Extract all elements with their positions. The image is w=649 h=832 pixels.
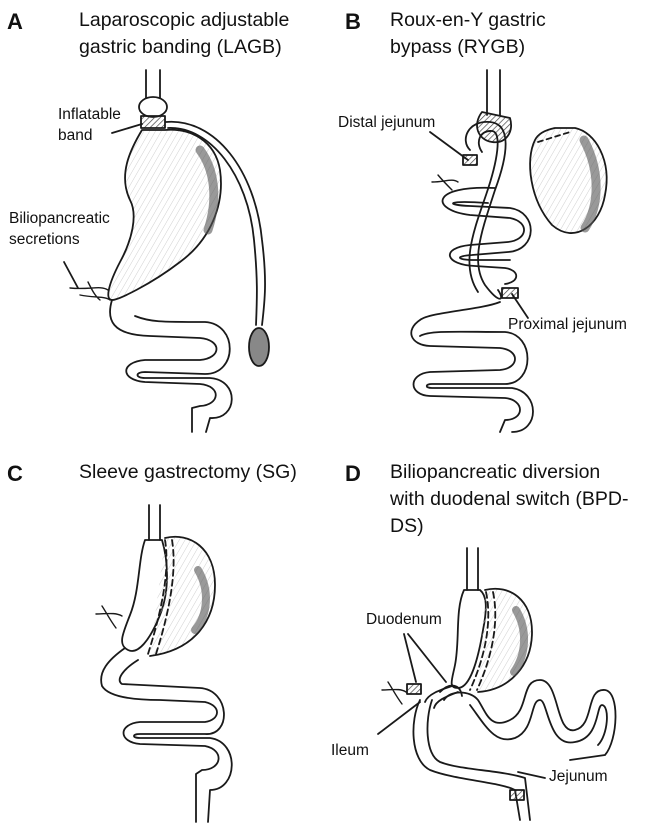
panel-c-drawing [96,505,232,822]
panel-d-esophagus [467,548,478,590]
panel-a-band-pointer [112,124,142,133]
panel-d-title-line2: with duodenal switch (BPD- [390,487,628,512]
panel-a-reservoir [249,328,269,366]
panel-a-band-label-line2: band [58,126,92,146]
panel-a-esophagus [146,70,160,100]
panel-d-secretions-duct [382,682,406,704]
panel-a-secretions-pointer [64,262,78,288]
panel-c-intestine [101,648,232,822]
panel-b-proximal-label: Proximal jejunum [508,315,627,335]
panel-d-ileum-label: Ileum [331,741,369,761]
panel-d-title-line3: DS) [390,514,424,539]
panel-c-title-line1: Sleeve gastrectomy (SG) [79,460,297,485]
panel-b-secretions-duct [432,175,458,190]
panel-b-title-line1: Roux-en-Y gastric [390,8,546,33]
panel-a-band-label-line1: Inflatable [58,105,121,125]
panel-b-esophagus [487,70,500,115]
panel-a-band-knob [139,97,167,117]
panel-c-secretions-duct [96,606,122,628]
panel-a-intestine [110,300,232,432]
panel-b-distal-label: Distal jejunum [338,113,435,133]
panel-a-title-line1: Laparoscopic adjustable [79,8,289,33]
panel-a-secretions-label-line1: Biliopancreatic [9,209,110,229]
panel-d-title-line1: Biliopancreatic diversion [390,460,600,485]
panel-c-esophagus [149,505,160,540]
panel-d-duodenum-label: Duodenum [366,610,442,630]
panel-b-letter: B [345,11,361,33]
panel-d-coils [444,680,616,760]
panel-c-letter: C [7,463,23,485]
panel-b-distal-pointer [430,132,468,160]
panel-d-jejunum-label: Jejunum [549,767,608,787]
panel-a-band [141,116,165,128]
panel-a-letter: A [7,11,23,33]
panel-a-title-line2: gastric banding (LAGB) [79,35,282,60]
panel-b-roux-limb [466,122,506,299]
panel-b-title-line2: bypass (RYGB) [390,35,525,60]
panel-b-coils [443,188,531,284]
panel-d-letter: D [345,463,361,485]
panel-b-drawing [411,70,606,432]
panel-a-secretions-label-line2: secretions [9,230,80,250]
